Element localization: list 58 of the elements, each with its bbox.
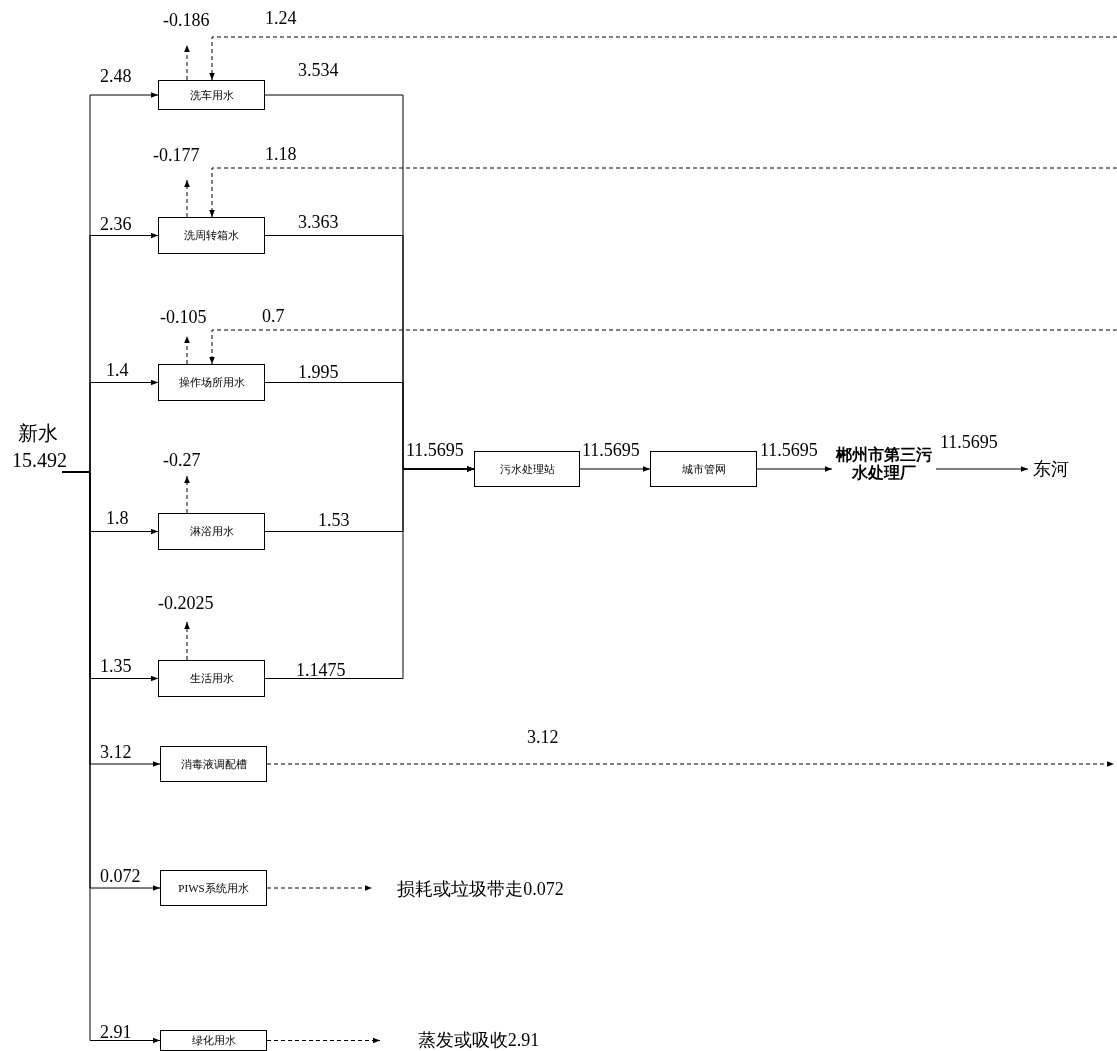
arrow	[184, 335, 190, 365]
arrow	[209, 329, 1117, 365]
edge-label: 0.072	[100, 866, 141, 886]
process-box: 消毒液调配槽	[160, 746, 267, 782]
process-box: 生活用水	[158, 660, 265, 697]
process-box: 洗车用水	[158, 80, 265, 110]
edge-label: -0.2025	[158, 593, 214, 613]
edge-label: 3.12	[100, 742, 132, 762]
edge-label: 1.8	[106, 508, 129, 528]
edge-label: 1.4	[106, 360, 129, 380]
text-label: 损耗或垃圾带走0.072	[378, 874, 583, 904]
edge-label: 11.5695	[940, 432, 998, 452]
arrow	[184, 475, 190, 514]
edge-label: 1.995	[298, 362, 339, 382]
edge-label: 11.5695	[760, 440, 818, 460]
text-label: 蒸发或吸收2.91	[386, 1029, 571, 1051]
arrow	[579, 466, 651, 472]
edge-label: 2.36	[100, 214, 132, 234]
edge-label: 1.18	[265, 144, 297, 164]
edge-label: 1.53	[318, 510, 350, 530]
edge-label: 3.12	[527, 727, 559, 747]
arrow	[264, 466, 475, 679]
text-label: 新水	[14, 418, 62, 448]
process-box: PIWS系统用水	[160, 870, 267, 906]
edge-label: 0.7	[262, 306, 285, 326]
arrow	[935, 466, 1029, 472]
process-box: 操作场所用水	[158, 364, 265, 401]
arrow	[756, 466, 833, 472]
arrow	[266, 1037, 381, 1044]
arrow	[184, 44, 190, 81]
text-label: 东河	[1028, 455, 1074, 483]
arrow	[61, 471, 161, 1044]
process-box: 污水处理站	[474, 451, 580, 487]
edge-label: 3.534	[298, 60, 339, 80]
edge-label: 3.363	[298, 212, 339, 232]
arrow	[266, 761, 1115, 767]
edge-label: -0.186	[163, 10, 210, 30]
process-box: 城市管网	[650, 451, 757, 487]
flow-value: 15.492	[12, 450, 67, 470]
arrow	[184, 179, 190, 218]
edge-label: 1.1475	[296, 660, 346, 680]
process-box: 洗周转箱水	[158, 217, 265, 254]
edge-label: 2.91	[100, 1022, 132, 1042]
edge-label: -0.177	[153, 145, 200, 165]
process-box: 绿化用水	[160, 1030, 267, 1051]
flow-value: 11.5695	[406, 440, 464, 460]
edge-label: 11.5695	[582, 440, 640, 460]
text-label: 郴州市第三污水处理厂	[832, 440, 936, 488]
arrow	[209, 36, 1117, 81]
edge-label: 2.48	[100, 66, 132, 86]
edge-label: 1.24	[265, 8, 297, 28]
process-box: 淋浴用水	[158, 513, 265, 550]
edge-label: -0.105	[160, 307, 207, 327]
arrow	[184, 621, 190, 661]
arrow	[266, 885, 373, 891]
edge-label: -0.27	[163, 450, 201, 470]
arrow	[209, 167, 1117, 218]
edge-label: 1.35	[100, 656, 132, 676]
